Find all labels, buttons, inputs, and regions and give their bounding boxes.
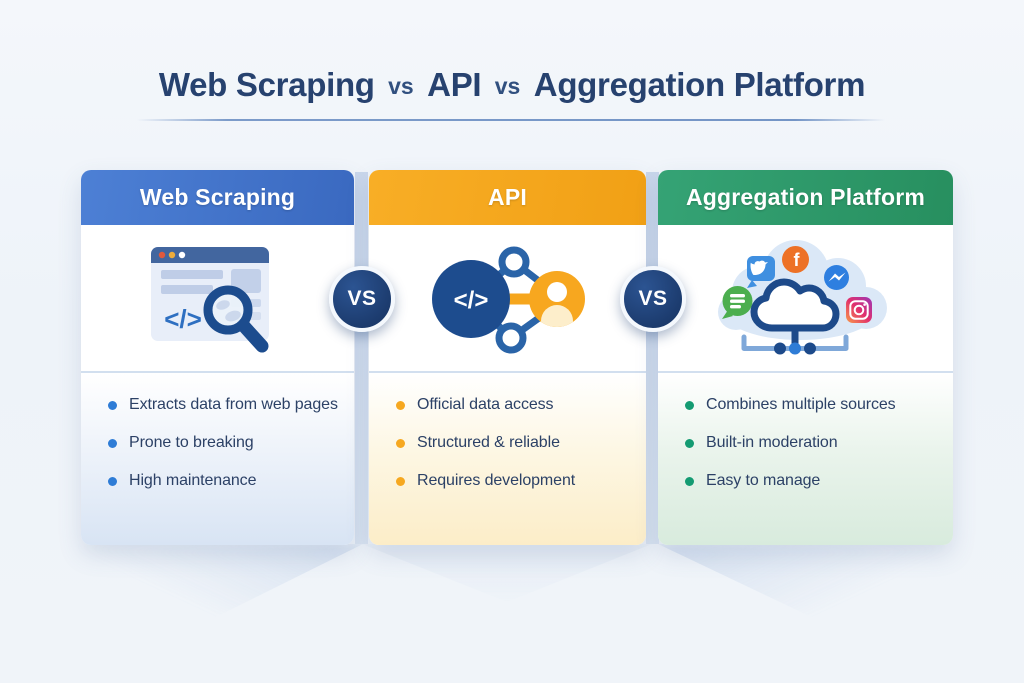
central-cloud-icon xyxy=(750,278,840,332)
bullet-item: Official data access xyxy=(369,386,646,424)
facebook-glyph: f xyxy=(794,250,801,270)
code-network-user-icon: </> xyxy=(431,246,585,354)
icon-zone: f xyxy=(658,225,953,373)
title-vs-2: vs xyxy=(494,73,521,99)
bullet-label: Combines multiple sources xyxy=(706,396,896,413)
card-shadow-fan xyxy=(78,544,363,626)
facebook-icon: f xyxy=(782,246,809,273)
gap-stripe xyxy=(646,172,659,544)
bullet-item: Built-in moderation xyxy=(658,424,953,462)
bullet-label: Requires development xyxy=(417,472,576,489)
bullet-dot xyxy=(685,476,694,486)
bullet-item: Requires development xyxy=(369,462,646,500)
bullet-item: Combines multiple sources xyxy=(658,386,953,424)
card-shadow-fan xyxy=(362,544,652,602)
bullet-label: Prone to breaking xyxy=(129,434,254,451)
vs-badge: VS xyxy=(329,266,395,332)
window-dot-white xyxy=(178,251,185,259)
bullet-item: Prone to breaking xyxy=(81,424,354,462)
card-header-aggregation-platform: Aggregation Platform xyxy=(658,170,953,225)
bullet-label: Built-in moderation xyxy=(706,434,838,451)
bullet-item: Extracts data from web pages xyxy=(81,386,354,424)
cloud-connector xyxy=(741,328,849,355)
bullet-dot xyxy=(396,400,405,410)
bullet-dot xyxy=(396,438,405,448)
network-node xyxy=(495,322,526,354)
title-divider xyxy=(137,119,885,121)
comparison-card-web-scraping: Web Scraping </> xyxy=(81,170,354,545)
browser-code-magnifier-icon: </> xyxy=(150,247,269,353)
magnifier-icon xyxy=(203,285,268,353)
window-dot-yellow xyxy=(168,251,175,259)
bullet-list: Official data access Structured & reliab… xyxy=(369,373,646,545)
bullet-dot xyxy=(108,476,117,486)
bullet-dot xyxy=(396,476,405,486)
bullet-label: High maintenance xyxy=(129,472,257,489)
messenger-icon xyxy=(824,265,849,290)
comparison-card-api: API </> xyxy=(369,170,646,545)
bullet-dot xyxy=(685,400,694,410)
bullet-dot xyxy=(685,438,694,448)
gap-stripe xyxy=(355,172,368,544)
bullet-list: Extracts data from web pages Prone to br… xyxy=(81,373,354,545)
vs-badge: VS xyxy=(620,266,686,332)
network-node xyxy=(498,246,529,278)
card-shadow-fan xyxy=(658,544,955,626)
bullet-label: Extracts data from web pages xyxy=(129,396,338,413)
bullet-label: Structured & reliable xyxy=(417,434,560,451)
icon-zone: </> xyxy=(81,225,354,373)
user-node xyxy=(528,271,585,327)
title-part-aggregation: Aggregation Platform xyxy=(533,66,866,103)
card-header-web-scraping: Web Scraping xyxy=(81,170,354,225)
code-brackets-glyph: </> xyxy=(453,287,488,314)
title-part-api: API xyxy=(427,66,482,103)
chat-bubble-icon xyxy=(722,286,753,319)
bullet-label: Easy to manage xyxy=(706,472,821,489)
cloud-social-sources-icon: f xyxy=(718,240,887,355)
card-header-api: API xyxy=(369,170,646,225)
bullet-dot xyxy=(108,438,117,448)
code-node xyxy=(431,260,510,338)
bullet-item: High maintenance xyxy=(81,462,354,500)
twitter-icon xyxy=(747,256,775,288)
comparison-card-aggregation-platform: Aggregation Platform xyxy=(658,170,953,545)
icon-zone: </> xyxy=(369,225,646,373)
bullet-item: Easy to manage xyxy=(658,462,953,500)
bullet-item: Structured & reliable xyxy=(369,424,646,462)
window-dot-red xyxy=(158,251,165,259)
page-title: Web Scraping vs API vs Aggregation Platf… xyxy=(0,66,1024,104)
bullet-list: Combines multiple sources Built-in moder… xyxy=(658,373,953,545)
browser-titlebar xyxy=(150,247,269,263)
title-vs-1: vs xyxy=(388,73,414,99)
code-brackets-glyph: </> xyxy=(164,304,202,334)
bullet-dot xyxy=(108,400,117,410)
instagram-icon xyxy=(846,297,872,323)
title-part-web-scraping: Web Scraping xyxy=(158,66,375,103)
bullet-label: Official data access xyxy=(417,396,554,413)
